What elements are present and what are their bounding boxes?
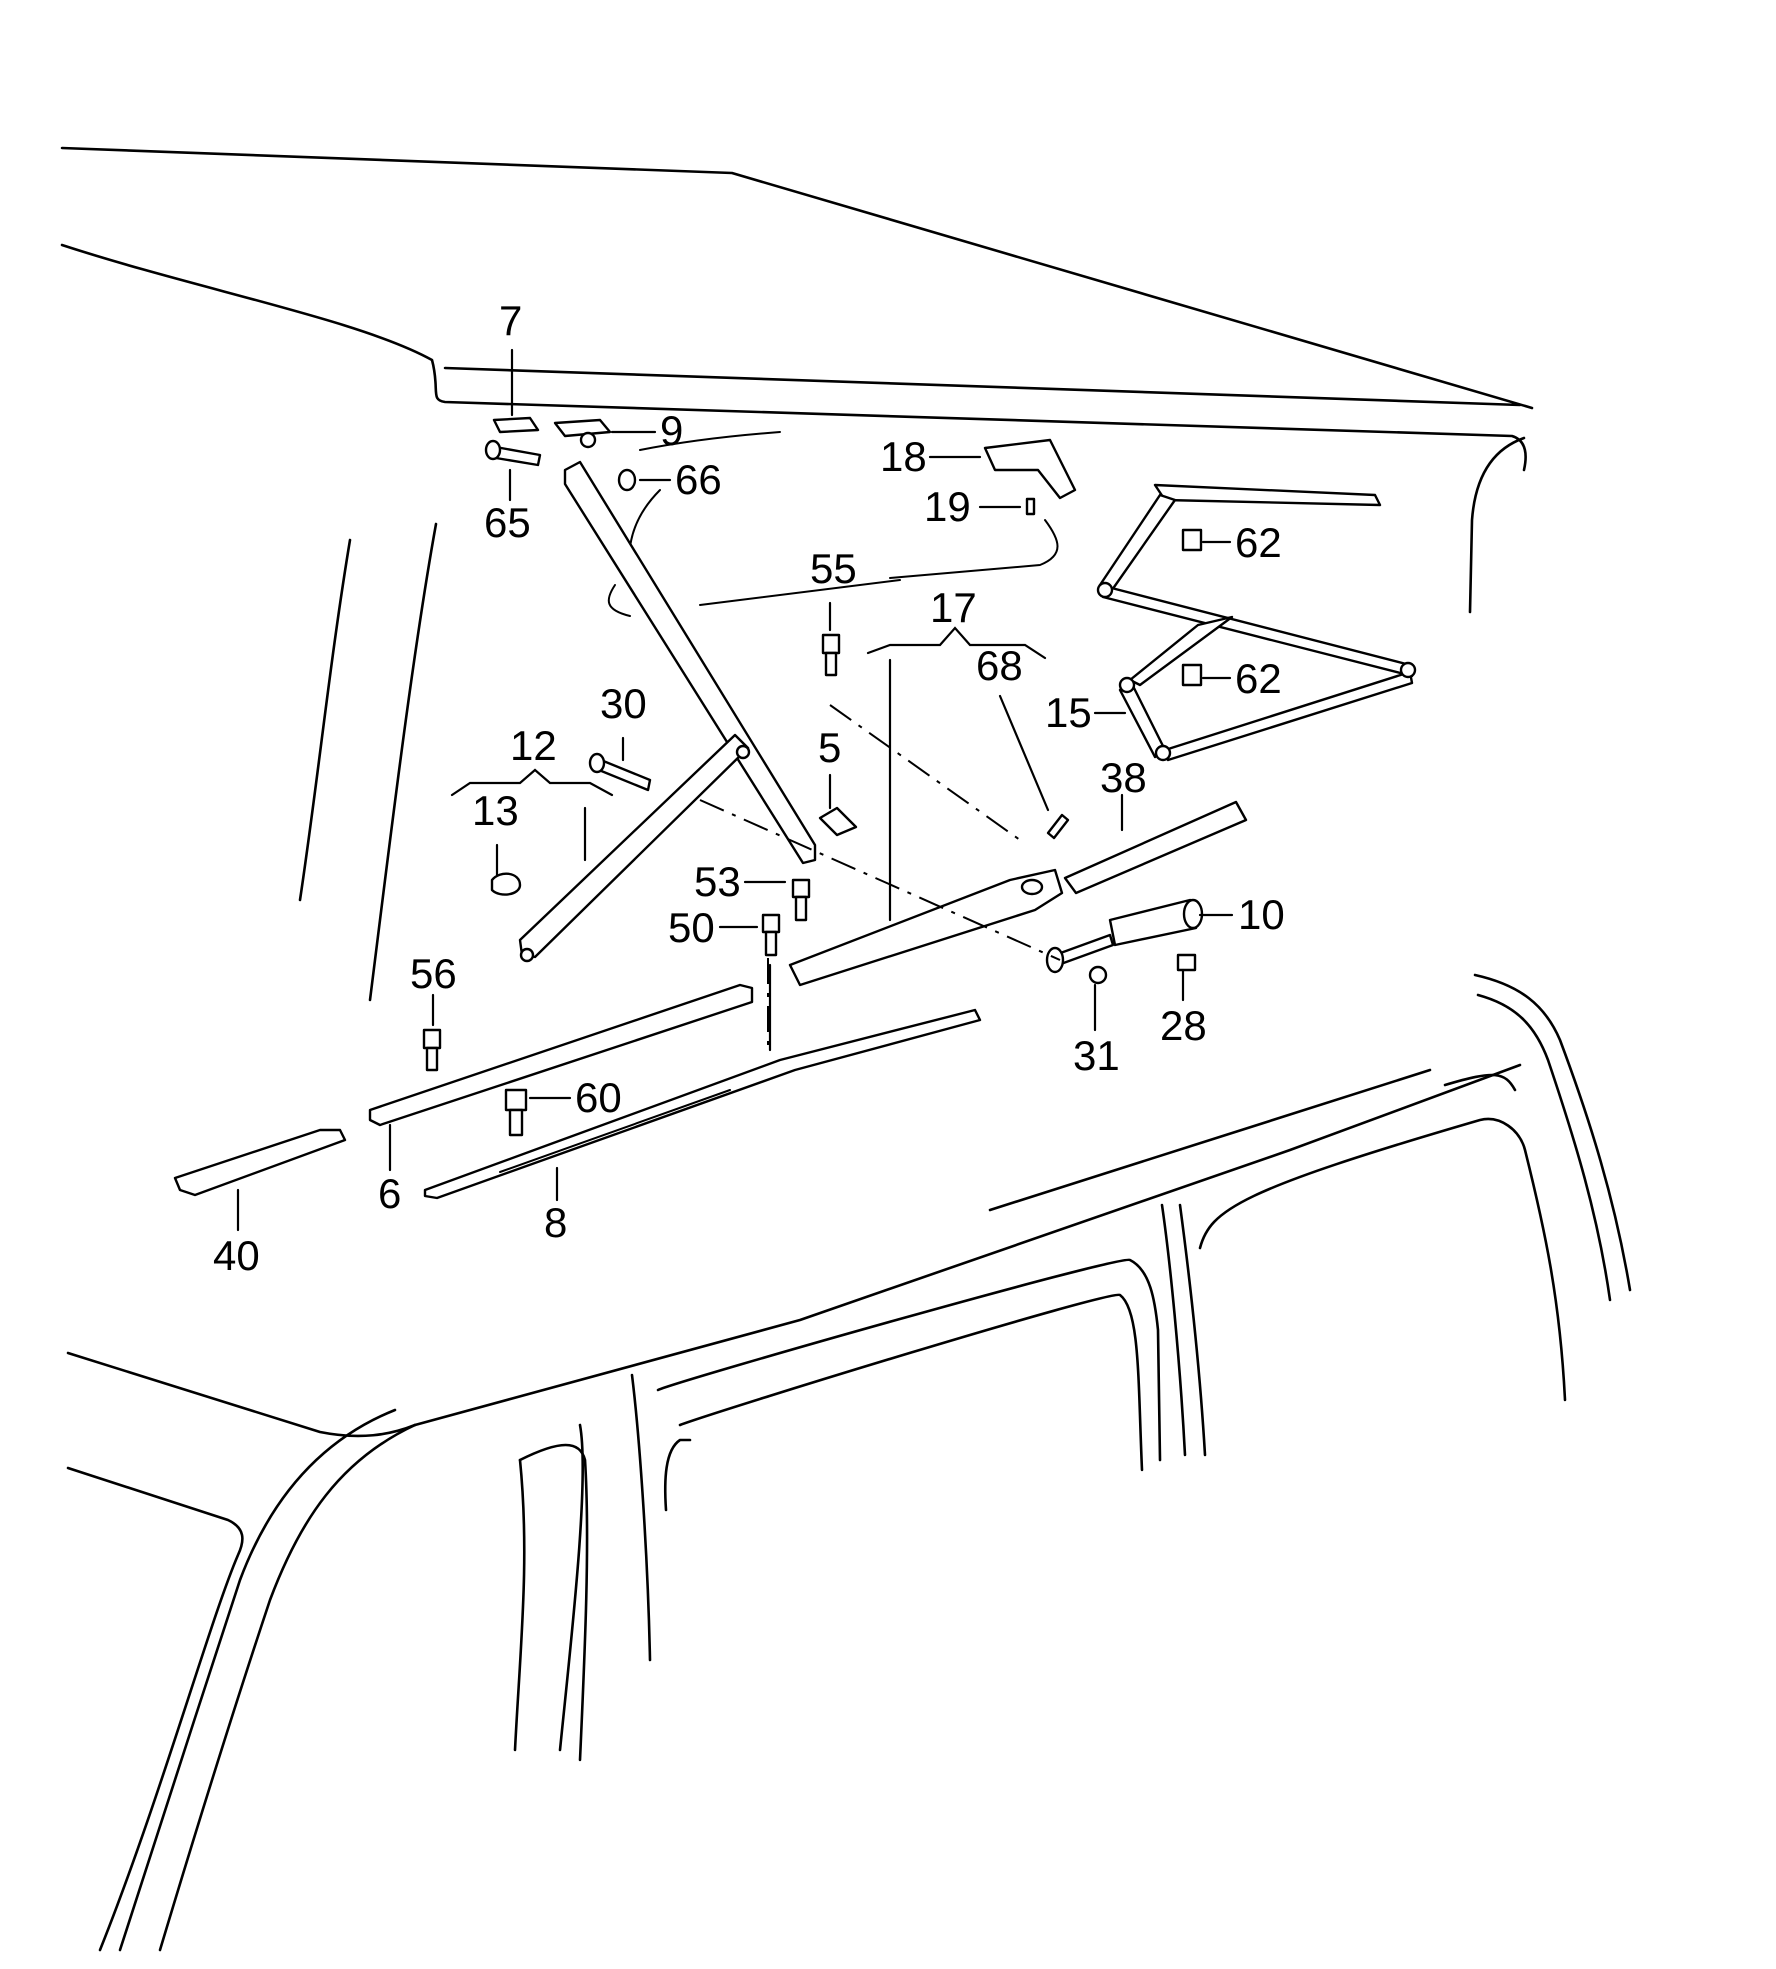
part-50-bolt-shank — [764, 930, 778, 957]
callout-8: 8 — [544, 1199, 567, 1246]
callout-6: 6 — [378, 1170, 401, 1217]
part-68-spring — [1046, 813, 1070, 840]
part-62-bolt-upper — [1181, 528, 1203, 552]
callout-31: 31 — [1073, 1032, 1120, 1079]
part-9-bracket — [553, 418, 612, 438]
part-10-cylinder — [1108, 898, 1198, 947]
part-60-bolt-shank — [508, 1108, 524, 1137]
part-6-rail — [368, 983, 754, 1127]
callout-10: 10 — [1238, 891, 1285, 938]
callout-62-lower: 62 — [1235, 655, 1282, 702]
callout-30: 30 — [600, 680, 647, 727]
callout-60: 60 — [575, 1074, 622, 1121]
part-55-bolt-shank — [824, 651, 838, 677]
callout-12: 12 — [510, 722, 557, 769]
part-12-joint — [735, 744, 751, 760]
callout-56: 56 — [410, 950, 457, 997]
callout-18: 18 — [880, 433, 927, 480]
callout-19: 19 — [924, 483, 971, 530]
callout-53: 53 — [694, 858, 741, 905]
callout-55: 55 — [810, 545, 857, 592]
part-60-bolt-head — [504, 1088, 528, 1112]
callout-50: 50 — [668, 904, 715, 951]
part-8-rail-detail — [499, 1089, 731, 1173]
part-15-link-c — [1128, 615, 1234, 687]
part-53-screw-head — [791, 878, 811, 899]
callout-5: 5 — [818, 724, 841, 771]
callout-labels: 7 9 65 66 18 19 55 17 68 62 62 15 30 12 … — [213, 297, 1285, 1279]
part-19-pin — [1025, 497, 1036, 516]
part-12-end — [519, 947, 535, 963]
part-38-sleeve — [1063, 800, 1248, 895]
part-9-pin — [579, 431, 597, 449]
callout-38: 38 — [1100, 754, 1147, 801]
callout-65: 65 — [484, 499, 531, 546]
part-17-hole — [1020, 878, 1044, 896]
callout-7: 7 — [499, 297, 522, 344]
part-15-pivot-c — [1118, 676, 1136, 694]
part-15-pivot-a — [1096, 581, 1114, 599]
leader-lines — [236, 348, 1234, 1232]
part-10-eye — [1045, 946, 1065, 974]
parts — [173, 416, 1417, 1200]
callout-15: 15 — [1045, 689, 1092, 736]
callout-17: 17 — [930, 584, 977, 631]
part-28-screw — [1176, 953, 1197, 972]
callout-66: 66 — [675, 456, 722, 503]
part-13-cap — [490, 872, 522, 896]
part-15-link-a — [1098, 493, 1177, 592]
part-18-bracket — [983, 438, 1077, 500]
callout-13: 13 — [472, 787, 519, 834]
part-50-bolt-head — [761, 913, 781, 934]
part-30-head — [588, 752, 606, 774]
callout-9: 9 — [660, 407, 683, 454]
part-65-head — [484, 439, 502, 461]
part-66-ring — [617, 468, 637, 492]
callout-62-upper: 62 — [1235, 519, 1282, 566]
part-7-clip — [492, 416, 540, 434]
part-53-screw-shank — [794, 895, 808, 922]
part-31-clip — [1088, 965, 1108, 985]
part-10-cap — [1182, 898, 1204, 930]
part-17-arm — [788, 868, 1064, 987]
part-15-pivot-b — [1399, 661, 1417, 679]
part-56-screw-head — [422, 1028, 442, 1050]
part-15-folding-arm — [1153, 483, 1382, 507]
part-5-plate — [818, 806, 858, 837]
callout-68: 68 — [976, 642, 1023, 689]
part-55-bolt-head — [821, 633, 841, 655]
part-8-rail — [423, 1008, 982, 1200]
part-62-bolt-lower — [1181, 663, 1203, 687]
part-40-sleeve — [173, 1128, 347, 1197]
part-56-screw-shank — [425, 1046, 439, 1072]
callout-40: 40 — [213, 1232, 260, 1279]
part-15-pivot-d — [1154, 744, 1172, 762]
callout-28: 28 — [1160, 1002, 1207, 1049]
part-main-strut — [563, 460, 817, 865]
vehicle-body-outline — [60, 146, 1632, 1952]
